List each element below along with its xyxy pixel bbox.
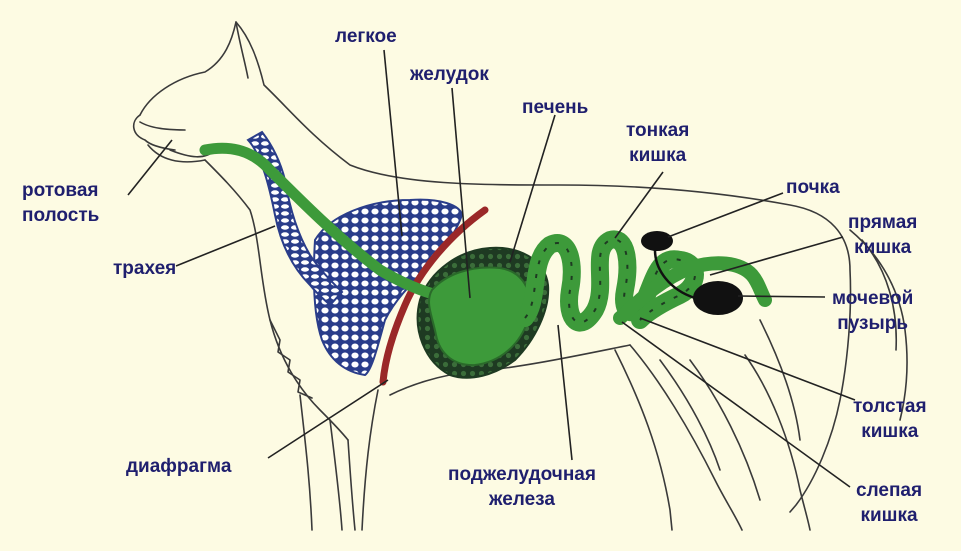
label-bladder-line2: пузырь — [832, 311, 913, 336]
label-rectum-line2: кишка — [848, 235, 917, 260]
label-cecum-line1: слепая — [856, 478, 922, 503]
label-pancreas: поджелудочная железа — [448, 462, 596, 512]
label-large-intestine-line2: кишка — [853, 419, 927, 444]
label-rectum: прямая кишка — [848, 210, 917, 260]
bladder — [693, 281, 743, 315]
label-rectum-line1: прямая — [848, 210, 917, 235]
label-cecum-line2: кишка — [856, 503, 922, 528]
label-lung: легкое — [335, 24, 397, 49]
label-diaphragm: диафрагма — [126, 454, 231, 479]
kidney — [641, 231, 673, 251]
label-large-intestine-line1: толстая — [853, 394, 927, 419]
label-mouth-cavity-line1: ротовая — [22, 178, 99, 203]
label-small-intestine-line2: кишка — [626, 143, 689, 168]
label-bladder: мочевой пузырь — [832, 286, 913, 336]
label-small-intestine-line1: тонкая — [626, 118, 689, 143]
label-liver: печень — [522, 95, 588, 120]
label-pancreas-line1: поджелудочная — [448, 462, 596, 487]
label-bladder-line1: мочевой — [832, 286, 913, 311]
label-trachea: трахея — [113, 256, 176, 281]
label-mouth-cavity: ротовая полость — [22, 178, 99, 228]
label-large-intestine: толстая кишка — [853, 394, 927, 444]
label-cecum: слепая кишка — [856, 478, 922, 528]
label-small-intestine: тонкая кишка — [626, 118, 689, 168]
label-pancreas-line2: железа — [448, 487, 596, 512]
label-kidney: почка — [786, 175, 840, 200]
label-stomach: желудок — [410, 62, 489, 87]
label-mouth-cavity-line2: полость — [22, 203, 99, 228]
